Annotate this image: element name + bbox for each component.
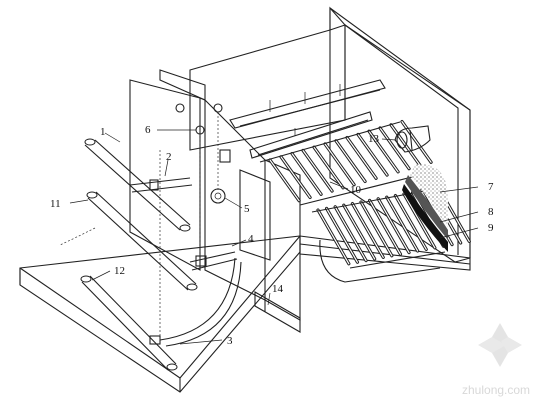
watermark-logo <box>478 323 522 367</box>
label-13: 13 <box>368 133 380 145</box>
callout-labels: 1 2 3 4 5 6 7 8 9 10 11 12 13 14 <box>50 124 494 347</box>
watermark-text: zhulong.com <box>462 383 530 397</box>
top-rails <box>229 79 386 159</box>
grate-bar-highlight <box>343 204 376 260</box>
grate-frame <box>299 171 433 206</box>
grate-bar-highlight <box>360 201 393 257</box>
grate-bar-highlight <box>335 140 366 183</box>
grate-bar-highlight <box>369 199 402 255</box>
bracket-13 <box>394 125 431 153</box>
grate-bar-highlight <box>291 153 322 195</box>
label-5: 5 <box>244 203 250 215</box>
tank-box <box>189 6 471 283</box>
grate-bar-highlight <box>377 198 410 254</box>
leader-lines <box>69 129 479 345</box>
label-6: 6 <box>145 124 151 136</box>
base-slab <box>19 235 301 393</box>
grate-bar-highlight <box>394 195 427 250</box>
pipes <box>80 138 242 371</box>
valve-5 <box>210 188 226 204</box>
watermark: zhulong.com <box>462 323 530 397</box>
grate-bar-highlight <box>334 206 367 262</box>
grate-bar-highlight <box>357 133 388 176</box>
inner-baffle <box>204 98 301 333</box>
pipe-1 <box>84 138 191 232</box>
pipe-11 <box>86 191 198 291</box>
coupling-2 <box>149 179 159 191</box>
partition-panel <box>129 69 223 271</box>
dashed-guides <box>59 112 219 340</box>
grate-bar-highlight <box>280 156 311 199</box>
label-3: 3 <box>227 335 233 347</box>
grate-bar-highlight <box>403 193 436 249</box>
grate-frame <box>259 121 401 163</box>
grate-bar-highlight <box>324 143 355 186</box>
filter-media-layers <box>402 164 448 252</box>
label-11: 11 <box>50 198 61 210</box>
label-8: 8 <box>488 206 494 218</box>
grate-bar-highlight <box>326 207 359 263</box>
label-4: 4 <box>248 233 254 245</box>
grate-bar-highlight <box>386 196 419 252</box>
label-12: 12 <box>114 265 125 277</box>
grate-bar-highlight <box>379 127 410 170</box>
label-7: 7 <box>488 181 494 193</box>
grate-bar-highlight <box>313 146 344 189</box>
coupling-4 <box>195 255 207 267</box>
grate-bar-highlight <box>269 159 300 202</box>
grate-bar-highlight <box>317 209 350 265</box>
grate-bar-highlight <box>346 137 377 179</box>
grate-frame <box>349 251 446 269</box>
hose-3 <box>159 257 236 341</box>
label-9: 9 <box>488 222 494 234</box>
label-2: 2 <box>166 151 172 163</box>
port-hole-1 <box>175 103 185 113</box>
grate-bar-highlight <box>368 130 399 173</box>
pipe-12 <box>80 275 178 371</box>
label-1: 1 <box>100 126 106 138</box>
label-14: 14 <box>272 283 284 295</box>
label-10: 10 <box>350 184 362 196</box>
grate-bar-highlight <box>302 149 333 192</box>
grate-bar-highlight <box>351 203 384 258</box>
